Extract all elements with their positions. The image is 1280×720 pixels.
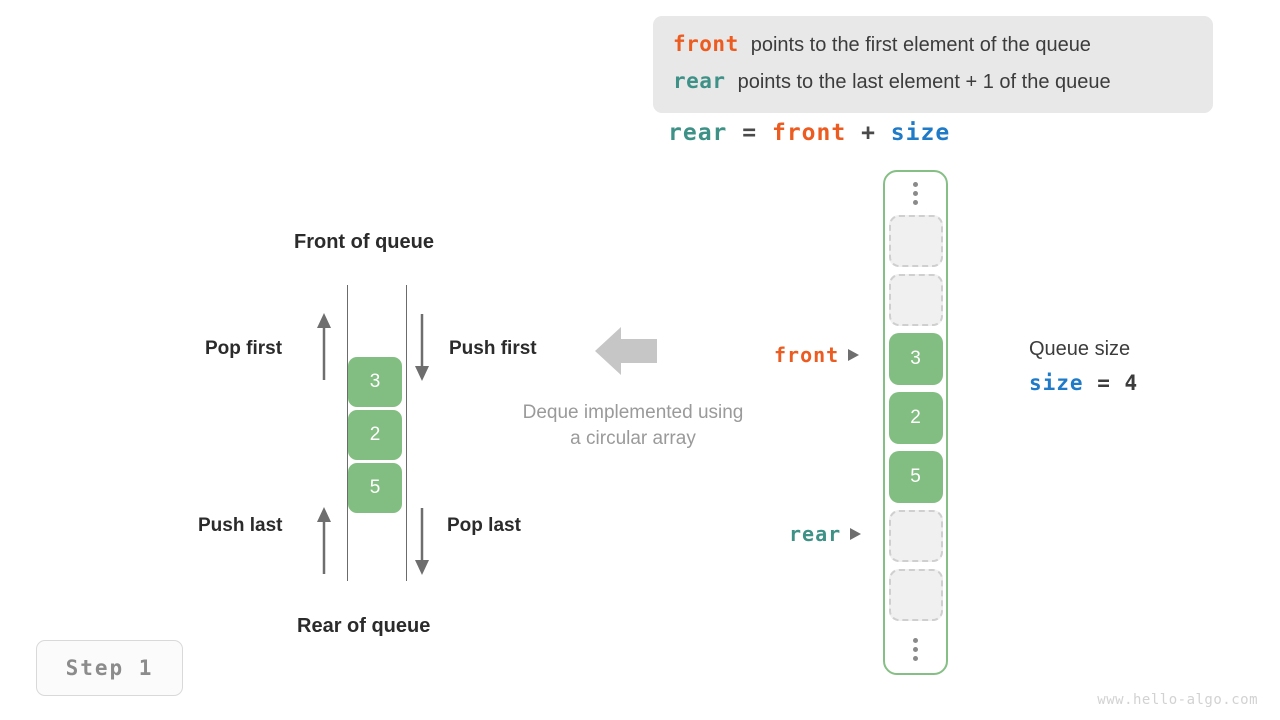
array-slot xyxy=(888,569,943,621)
pointer-front-label: front xyxy=(774,343,840,367)
front-of-queue-title: Front of queue xyxy=(294,231,434,253)
array-slot xyxy=(888,274,943,326)
array-slot xyxy=(888,215,943,267)
deque-caption-line2: a circular array xyxy=(570,428,696,449)
arrow-right-head-icon xyxy=(850,528,862,540)
array-slot: 3 xyxy=(888,333,943,385)
formula-rhs-size: size xyxy=(890,120,951,146)
deque-rail-left xyxy=(347,285,348,581)
array-slot: 5 xyxy=(888,451,943,503)
legend-box: front points to the first element of the… xyxy=(653,16,1213,113)
pointer-rear-label: rear xyxy=(789,522,842,546)
array-slot xyxy=(888,510,943,562)
arrow-up-push-last-icon xyxy=(317,507,331,574)
formula-plus: + xyxy=(861,120,876,146)
step-badge: Step 1 xyxy=(36,640,183,696)
vertical-ellipsis-bottom-icon xyxy=(913,628,918,671)
array-slot: 2 xyxy=(888,392,943,444)
legend-text-rear: points to the last element + 1 of the qu… xyxy=(737,71,1111,93)
queue-size-expression: size = 4 xyxy=(1029,371,1138,395)
op-label-pop-first: Pop first xyxy=(205,338,283,359)
arrow-right-head-icon xyxy=(848,349,860,361)
circular-array-container: 3 2 5 xyxy=(883,170,948,675)
legend-line-front: front points to the first element of the… xyxy=(673,32,1193,69)
legend-keyword-front: front xyxy=(673,32,739,56)
rear-of-queue-title: Rear of queue xyxy=(297,615,431,637)
deque-cell: 3 xyxy=(348,357,402,407)
watermark: www.hello-algo.com xyxy=(1097,692,1258,708)
queue-size-value: 4 xyxy=(1124,371,1139,395)
legend-text-front: points to the first element of the queue xyxy=(750,34,1091,56)
formula-equals: = xyxy=(742,120,758,146)
queue-size-readout: Queue size size = 4 xyxy=(1029,338,1138,395)
arrow-up-pop-first-icon xyxy=(317,313,331,380)
formula-lhs: rear xyxy=(668,120,728,146)
queue-size-equals: = xyxy=(1097,371,1111,395)
deque-caption-line1: Deque implemented using xyxy=(522,402,744,423)
arrow-down-push-first-icon xyxy=(415,314,429,381)
legend-line-rear: rear points to the last element + 1 of t… xyxy=(673,69,1193,106)
formula-rhs-front: front xyxy=(771,120,847,146)
deque-cell: 2 xyxy=(348,410,402,460)
pointer-rear: rear xyxy=(789,522,862,546)
op-label-pop-last: Pop last xyxy=(447,515,521,536)
vertical-ellipsis-top-icon xyxy=(913,172,918,215)
deque-caption: Deque implemented using a circular array xyxy=(492,400,774,452)
legend-keyword-rear: rear xyxy=(673,69,726,93)
deque-cell-stack: 3 2 5 xyxy=(348,357,402,516)
big-left-arrow-icon xyxy=(595,327,657,375)
op-label-push-last: Push last xyxy=(198,515,283,536)
deque-cell: 5 xyxy=(348,463,402,513)
deque-rail-right xyxy=(406,285,407,581)
op-label-push-first: Push first xyxy=(449,338,537,359)
queue-size-varname: size xyxy=(1029,371,1084,395)
arrow-down-pop-last-icon xyxy=(415,508,429,575)
formula-rear-equals-front-plus-size: rear = front + size xyxy=(668,120,950,146)
queue-size-title: Queue size xyxy=(1029,338,1131,360)
pointer-front: front xyxy=(774,343,860,367)
